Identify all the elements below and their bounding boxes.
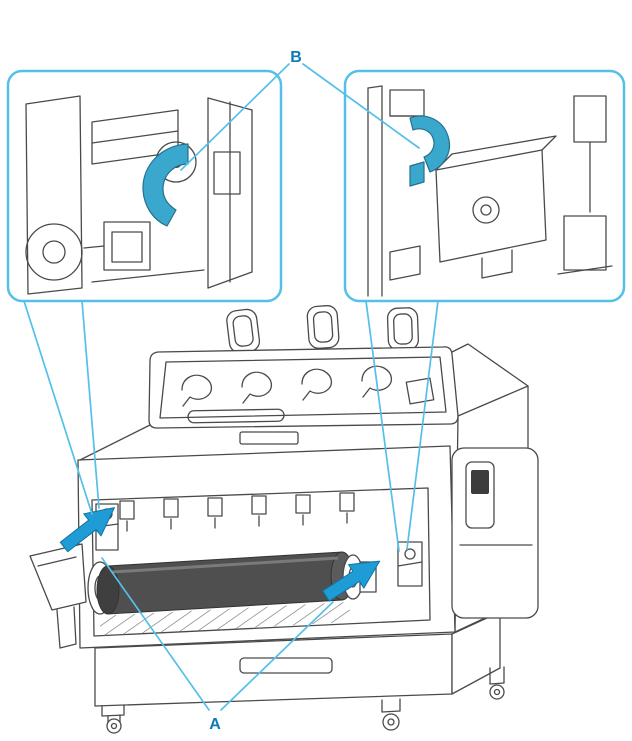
top-cover-tabs (226, 305, 419, 354)
ink-tank-module (451, 447, 539, 619)
paper-retainers (181, 365, 435, 407)
highlighted-stopper-right (409, 115, 451, 173)
callout-tail-left (23, 300, 100, 515)
detail-view-left (25, 95, 253, 295)
insert-arrow-right (322, 560, 381, 602)
cover-slot (187, 408, 285, 424)
leader-line-b-left (180, 63, 290, 171)
leader-line-b-right (302, 63, 420, 149)
highlighted-stopper-stem-right (409, 161, 425, 187)
label-a: A (209, 716, 221, 733)
callout-tail-right (365, 300, 439, 552)
printer-drawing (29, 305, 539, 734)
output-guide-hatch (100, 602, 350, 636)
highlighted-stopper-left (142, 143, 189, 227)
display-screen (471, 470, 489, 494)
label-b: B (290, 49, 302, 66)
detail-view-right (367, 85, 613, 297)
drawer-handle (239, 657, 333, 674)
edge-guides (119, 492, 355, 532)
casters (101, 666, 505, 734)
control-panel (465, 461, 495, 529)
stand (94, 611, 505, 734)
leader-line-a-right (220, 601, 334, 711)
insert-arrow-left (59, 507, 115, 553)
leader-lines (23, 63, 439, 711)
leader-line-a-left (101, 557, 210, 711)
cover-latch (239, 431, 299, 445)
